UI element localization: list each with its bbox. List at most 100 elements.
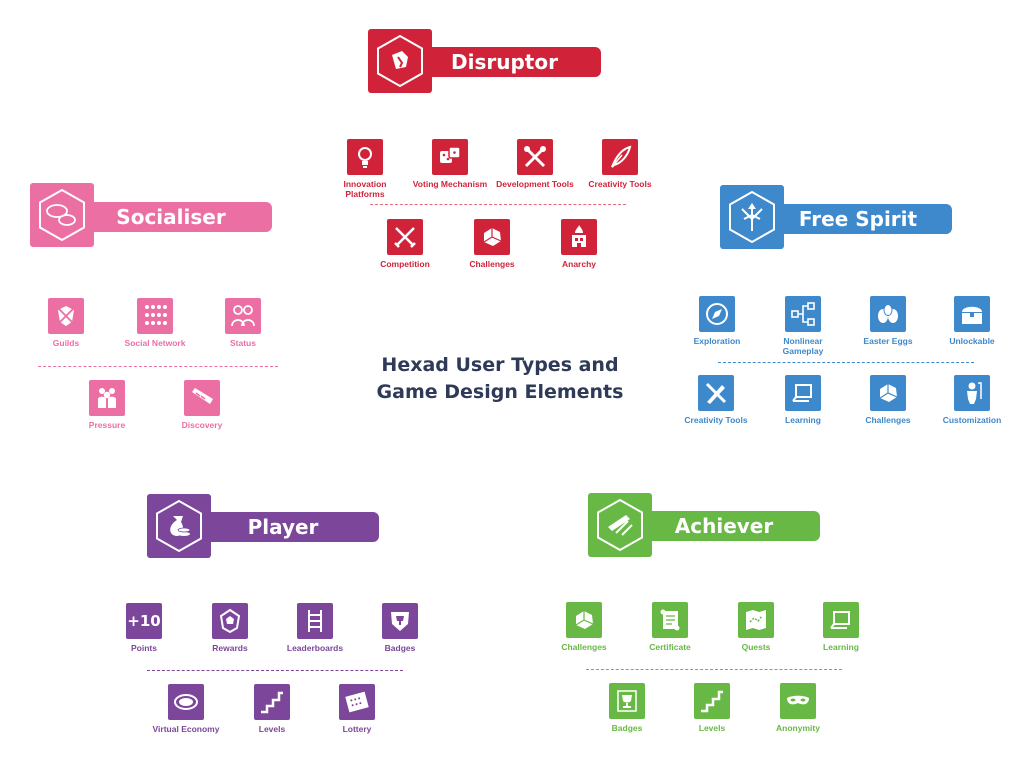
element-label: Badges	[611, 723, 643, 733]
compass-icon	[699, 296, 735, 332]
player-header: Player	[147, 494, 379, 558]
element-label: Easter Eggs	[863, 336, 913, 346]
achiever-header: Achiever	[588, 493, 820, 557]
scroll-quill-icon	[588, 493, 652, 557]
trophy-icon	[609, 683, 645, 719]
achiever-element-challenges: Challenges	[544, 602, 624, 652]
lightbulb-icon	[347, 139, 383, 175]
character-icon	[954, 375, 990, 411]
freespirit-element-customization: Customization	[932, 375, 1012, 425]
element-label: Development Tools	[496, 179, 574, 189]
rock-icon	[566, 602, 602, 638]
socialiser-element-discovery: Discovery	[162, 380, 242, 430]
speech-bubbles-icon	[30, 183, 94, 247]
freespirit-element-exploration: Exploration	[677, 296, 757, 346]
element-label: Anarchy	[561, 259, 596, 269]
element-label: Rewards	[212, 643, 248, 653]
element-label: Points	[131, 643, 157, 653]
crossed-swords-icon	[387, 219, 423, 255]
people-pair-icon	[225, 298, 261, 334]
freespirit-header: Free Spirit	[720, 185, 952, 249]
people-grid-icon	[137, 298, 173, 334]
freespirit-divider	[718, 362, 974, 363]
player-element-virtual-economy: Virtual Economy	[146, 684, 226, 734]
branching-arrows-icon	[720, 185, 784, 249]
disruptor-element-development-tools: Development Tools	[495, 139, 575, 189]
pencil-ruler-icon	[698, 375, 734, 411]
trophy-shield-icon	[382, 603, 418, 639]
title-line-1: Hexad User Types and	[381, 354, 619, 376]
flowchart-icon	[785, 296, 821, 332]
crowd-icon	[89, 380, 125, 416]
player-element-points: +10 Points	[104, 603, 184, 653]
rock-icon	[870, 375, 906, 411]
feather-icon	[602, 139, 638, 175]
freespirit-element-challenges: Challenges	[848, 375, 928, 425]
socialiser-header: Socialiser	[30, 183, 272, 247]
element-label: Lottery	[342, 724, 372, 734]
freespirit-element-nonlinear-gameplay: Nonlinear Gameplay	[763, 296, 843, 356]
element-label: Nonlinear Gameplay	[782, 336, 824, 356]
freespirit-element-learning: Learning	[763, 375, 843, 425]
coin-icon	[168, 684, 204, 720]
mask-icon	[780, 683, 816, 719]
element-label: Learning	[785, 415, 821, 425]
eggs-icon	[870, 296, 906, 332]
disruptor-element-innovation-platforms: Innovation Platforms	[325, 139, 405, 199]
diagram-title: Hexad User Types and Game Design Element…	[360, 352, 640, 406]
element-label: Virtual Economy	[152, 724, 220, 734]
element-label: Exploration	[693, 336, 741, 346]
element-label: Challenges	[561, 642, 607, 652]
element-label: Quests	[741, 642, 771, 652]
element-label: Guilds	[52, 338, 80, 348]
disruptor-element-voting-mechanism: Voting Mechanism	[410, 139, 490, 189]
broken-hexagon-icon	[368, 29, 432, 93]
achiever-element-certificate: Certificate	[630, 602, 710, 652]
plus-ten-icon: +10	[126, 603, 162, 639]
socialiser-element-status: Status	[203, 298, 283, 348]
element-label: Unlockable	[949, 336, 995, 346]
element-label: Levels	[258, 724, 286, 734]
burning-building-icon	[561, 219, 597, 255]
book-icon	[785, 375, 821, 411]
element-label: Competition	[380, 259, 430, 269]
disruptor-element-challenges: Challenges	[452, 219, 532, 269]
player-element-leaderboards: Leaderboards	[275, 603, 355, 653]
achiever-element-levels: Levels	[672, 683, 752, 733]
tools-icon	[517, 139, 553, 175]
element-label: Creativity Tools	[684, 415, 748, 425]
player-divider	[147, 670, 403, 671]
element-label: Leaderboards	[286, 643, 344, 653]
money-bag-icon	[147, 494, 211, 558]
element-label: Social Network	[124, 338, 186, 348]
element-label: Creativity Tools	[588, 179, 652, 189]
element-label: Innovation Platforms	[343, 179, 387, 199]
title-line-2: Game Design Elements	[376, 381, 624, 403]
element-label: Pressure	[88, 420, 126, 430]
element-label: Challenges	[865, 415, 911, 425]
disruptor-element-anarchy: Anarchy	[539, 219, 619, 269]
book-icon	[823, 602, 859, 638]
achiever-element-anonymity: Anonymity	[758, 683, 838, 733]
chest-icon	[954, 296, 990, 332]
freespirit-element-creativity-tools: Creativity Tools	[676, 375, 756, 425]
stairs-icon	[694, 683, 730, 719]
element-label: Voting Mechanism	[412, 179, 488, 189]
element-label: Challenges	[469, 259, 515, 269]
achiever-element-badges: Badges	[587, 683, 667, 733]
ladder-icon	[297, 603, 333, 639]
freespirit-element-easter-eggs: Easter Eggs	[848, 296, 928, 346]
player-element-rewards: Rewards	[190, 603, 270, 653]
rock-icon	[474, 219, 510, 255]
element-label: Discovery	[181, 420, 223, 430]
dice-icon	[432, 139, 468, 175]
player-element-levels: Levels	[232, 684, 312, 734]
element-label: Levels	[698, 723, 726, 733]
gem-icon	[212, 603, 248, 639]
scroll-icon	[652, 602, 688, 638]
guild-shield-icon	[48, 298, 84, 334]
player-element-badges: Badges	[360, 603, 440, 653]
disruptor-element-creativity-tools: Creativity Tools	[580, 139, 660, 189]
socialiser-element-guilds: Guilds	[26, 298, 106, 348]
achiever-divider	[586, 669, 842, 670]
